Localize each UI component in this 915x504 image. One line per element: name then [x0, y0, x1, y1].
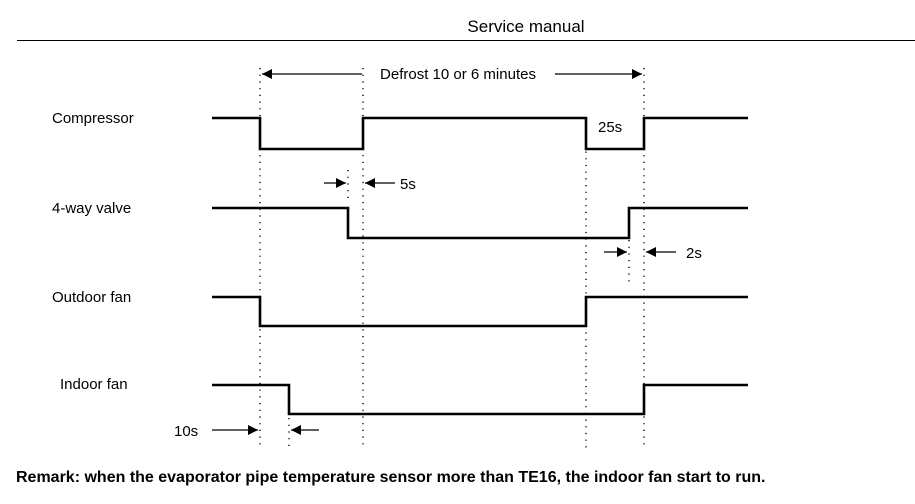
- signal-label-compressor: Compressor: [52, 110, 134, 127]
- indoor-fan-delay-label: 10s: [174, 423, 198, 440]
- compressor-restart-delay-label: 25s: [598, 119, 622, 136]
- header-divider: [17, 40, 915, 41]
- waveform-compressor: [212, 116, 748, 151]
- remark-note: Remark: when the evaporator pipe tempera…: [16, 469, 766, 486]
- valve-delay-label: 5s: [400, 176, 416, 193]
- signal-label-indoor-fan: Indoor fan: [60, 376, 128, 393]
- waveform-outdoor-fan: [212, 295, 748, 328]
- signal-label-4-way-valve: 4-way valve: [52, 200, 132, 217]
- header-title: Service manual: [467, 17, 585, 36]
- defrost-span-label: Defrost 10 or 6 minutes: [380, 66, 536, 83]
- waveform-4-way-valve: [212, 206, 748, 240]
- valve-return-delay-label: 2s: [686, 245, 702, 262]
- waveform-indoor-fan: [212, 383, 748, 416]
- signal-label-outdoor-fan: Outdoor fan: [52, 289, 132, 306]
